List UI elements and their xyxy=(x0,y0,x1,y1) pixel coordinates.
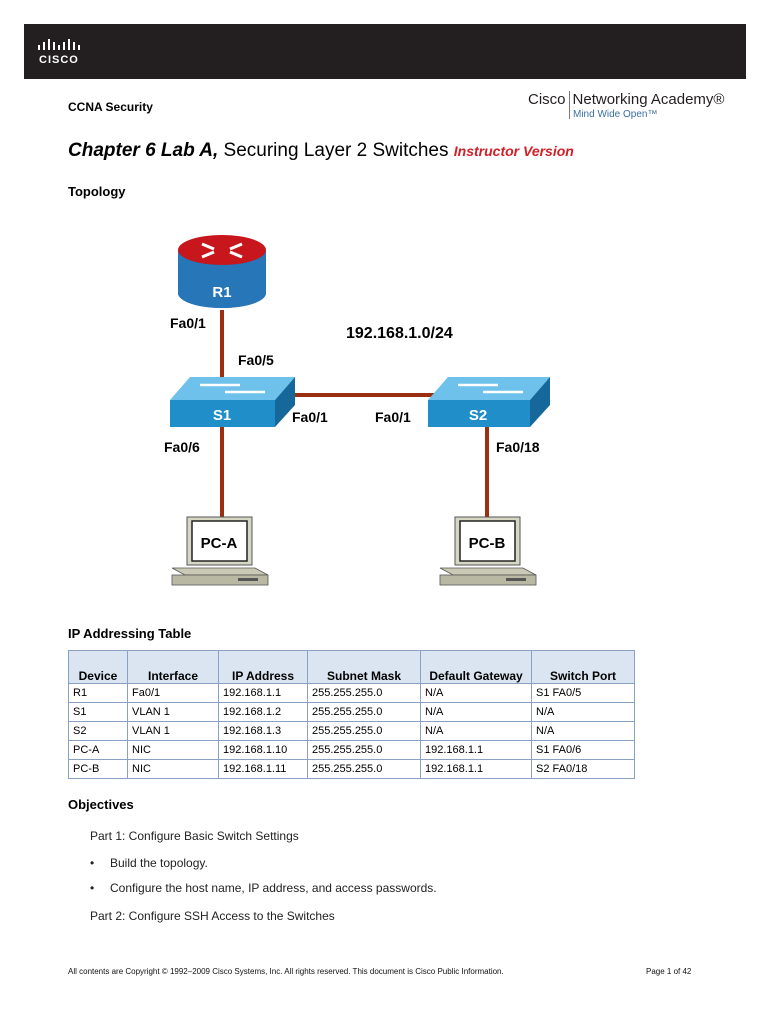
topology-heading: Topology xyxy=(68,184,126,199)
table-cell: N/A xyxy=(531,702,635,722)
list-item: • Build the topology. xyxy=(90,856,208,870)
switch-s1-icon xyxy=(170,377,295,427)
table-cell: PC-B xyxy=(68,759,128,779)
table-cell: S1 FA0/6 xyxy=(531,740,635,760)
table-cell: 255.255.255.0 xyxy=(307,740,421,760)
port-label-s1-fa05: Fa0/5 xyxy=(238,352,274,368)
ip-table-heading: IP Addressing Table xyxy=(68,626,192,641)
table-cell: 192.168.1.10 xyxy=(218,740,308,760)
router-r1-label: R1 xyxy=(212,284,231,301)
table-row: S1 VLAN 1 192.168.1.2 255.255.255.0 N/A … xyxy=(68,702,635,722)
table-header-row: Device Interface IP Address Subnet Mask … xyxy=(68,650,635,684)
academy-tagline: Mind Wide Open™ xyxy=(573,109,658,120)
table-cell: 192.168.1.1 xyxy=(420,759,532,779)
table-cell: 255.255.255.0 xyxy=(307,683,421,703)
networking-academy-logo: Cisco Networking Academy® Mind Wide Open™ xyxy=(528,91,725,120)
page-title: Chapter 6 Lab A, Securing Layer 2 Switch… xyxy=(68,140,574,162)
network-label: 192.168.1.0/24 xyxy=(346,325,453,342)
ip-addressing-table: Device Interface IP Address Subnet Mask … xyxy=(68,650,635,779)
column-header: Device xyxy=(68,650,128,684)
table-cell: 192.168.1.11 xyxy=(218,759,308,779)
port-label-s2-fa018: Fa0/18 xyxy=(496,439,540,455)
column-header: Interface xyxy=(127,650,219,684)
port-label-s1-fa01: Fa0/1 xyxy=(292,409,328,425)
table-cell: 192.168.1.1 xyxy=(420,740,532,760)
pc-b-label: PC-B xyxy=(469,535,506,552)
column-header: IP Address xyxy=(218,650,308,684)
title-chapter: Chapter 6 Lab A, xyxy=(68,140,219,161)
course-name: CCNA Security xyxy=(68,100,153,114)
cisco-logo-icon xyxy=(38,39,80,50)
table-cell: 192.168.1.3 xyxy=(218,721,308,741)
table-cell: 255.255.255.0 xyxy=(307,721,421,741)
table-cell: 255.255.255.0 xyxy=(307,702,421,722)
title-name: Securing Layer 2 Switches xyxy=(218,140,454,161)
table-cell: 192.168.1.2 xyxy=(218,702,308,722)
router-r1-icon xyxy=(178,235,266,308)
column-header: Default Gateway xyxy=(420,650,532,684)
list-item-text: Build the topology. xyxy=(110,856,208,870)
pc-a-icon xyxy=(171,516,269,586)
topology-diagram: R1 S1 S2 PC-A PC-B xyxy=(164,235,550,586)
list-item-text: Configure the host name, IP address, and… xyxy=(110,881,437,895)
port-label-s1-fa06: Fa0/6 xyxy=(164,439,200,455)
table-cell: VLAN 1 xyxy=(127,702,219,722)
pc-a-label: PC-A xyxy=(201,535,238,552)
table-cell: S2 FA0/18 xyxy=(531,759,635,779)
table-cell: 255.255.255.0 xyxy=(307,759,421,779)
port-label-s2-fa01: Fa0/1 xyxy=(375,409,411,425)
cisco-logo-text: CISCO xyxy=(39,54,79,66)
table-row: R1 Fa0/1 192.168.1.1 255.255.255.0 N/A S… xyxy=(68,683,635,703)
switch-s2-icon xyxy=(428,377,550,427)
table-cell: S1 FA0/5 xyxy=(531,683,635,703)
column-header: Subnet Mask xyxy=(307,650,421,684)
table-row: PC-B NIC 192.168.1.11 255.255.255.0 192.… xyxy=(68,759,635,779)
table-cell: N/A xyxy=(531,721,635,741)
table-cell: VLAN 1 xyxy=(127,721,219,741)
bullet-icon: • xyxy=(90,856,95,870)
column-header: Switch Port xyxy=(531,650,635,684)
table-row: PC-A NIC 192.168.1.10 255.255.255.0 192.… xyxy=(68,740,635,760)
academy-separator xyxy=(568,91,570,119)
table-row: S2 VLAN 1 192.168.1.3 255.255.255.0 N/A … xyxy=(68,721,635,741)
academy-name-left: Cisco xyxy=(528,91,566,108)
objective-part-2: Part 2: Configure SSH Access to the Swit… xyxy=(90,909,335,923)
list-item: • Configure the host name, IP address, an… xyxy=(90,881,437,895)
pc-b-icon xyxy=(439,516,537,586)
switch-s1-label: S1 xyxy=(213,407,231,424)
table-cell: NIC xyxy=(127,759,219,779)
objective-part-1: Part 1: Configure Basic Switch Settings xyxy=(90,829,299,843)
table-cell: Fa0/1 xyxy=(127,683,219,703)
table-cell: NIC xyxy=(127,740,219,760)
table-cell: PC-A xyxy=(68,740,128,760)
table-cell: N/A xyxy=(420,721,532,741)
table-cell: 192.168.1.1 xyxy=(218,683,308,703)
page-number: Page 1 of 42 xyxy=(646,967,692,976)
title-version: Instructor Version xyxy=(453,143,574,159)
objectives-heading: Objectives xyxy=(68,797,134,812)
table-cell: R1 xyxy=(68,683,128,703)
table-cell: N/A xyxy=(420,683,532,703)
cisco-banner: CISCO xyxy=(24,24,746,79)
copyright-notice: All contents are Copyright © 1992–2009 C… xyxy=(68,967,504,976)
switch-s2-label: S2 xyxy=(469,407,487,424)
table-cell: S2 xyxy=(68,721,128,741)
academy-name-right: Networking Academy® xyxy=(572,91,725,108)
table-cell: S1 xyxy=(68,702,128,722)
port-label-r1-fa01: Fa0/1 xyxy=(170,315,206,331)
table-cell: N/A xyxy=(420,702,532,722)
bullet-icon: • xyxy=(90,881,95,895)
